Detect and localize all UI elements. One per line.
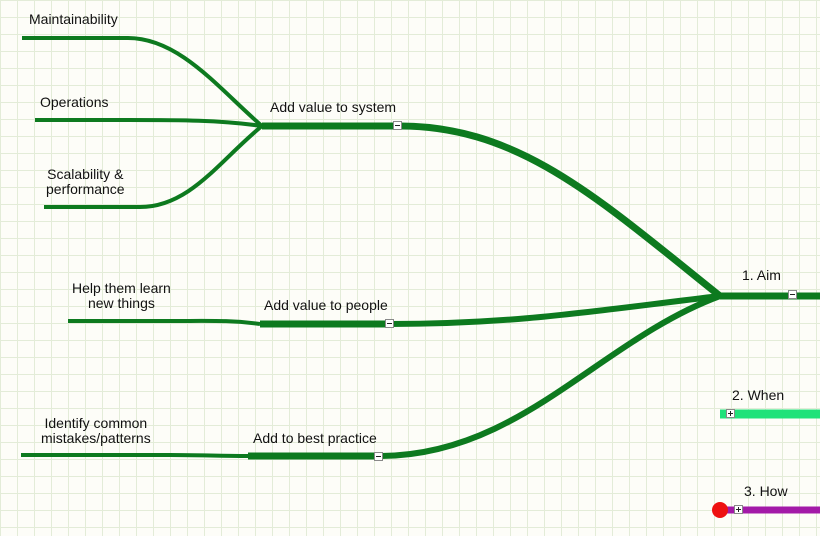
connector-scalability bbox=[44, 124, 264, 209]
learn-label[interactable]: Help them learn new things bbox=[72, 280, 171, 311]
connector-operations bbox=[35, 118, 263, 128]
connector-aim-to-people bbox=[389, 293, 721, 327]
system-label[interactable]: Add value to system bbox=[270, 99, 397, 115]
people-label[interactable]: Add value to people bbox=[264, 297, 388, 313]
connector-maintainability bbox=[22, 36, 264, 128]
connector-learn bbox=[68, 318, 261, 326]
how-expand-toggle[interactable] bbox=[734, 505, 743, 514]
practice-label[interactable]: Add to best practice bbox=[253, 430, 377, 446]
connector-mistakes bbox=[21, 453, 249, 458]
scalability-label[interactable]: Scalability & performance bbox=[46, 166, 125, 197]
aim-collapse-toggle[interactable] bbox=[788, 290, 797, 299]
practice-collapse-toggle[interactable] bbox=[374, 452, 383, 461]
connector-aim-to-practice bbox=[379, 293, 722, 459]
system-collapse-toggle[interactable] bbox=[393, 121, 402, 130]
people-collapse-toggle[interactable] bbox=[385, 319, 394, 328]
when-label[interactable]: 2. When bbox=[732, 387, 785, 403]
connector-aim-to-system bbox=[399, 122, 723, 299]
how-label[interactable]: 3. How bbox=[744, 483, 788, 499]
operations-label[interactable]: Operations bbox=[40, 94, 109, 110]
aim-label[interactable]: 1. Aim bbox=[742, 267, 781, 283]
mistakes-label[interactable]: Identify common mistakes/patterns bbox=[41, 415, 151, 446]
maintainability-label[interactable]: Maintainability bbox=[29, 11, 118, 27]
how-marker-dot bbox=[712, 502, 728, 518]
when-expand-toggle[interactable] bbox=[726, 409, 735, 418]
